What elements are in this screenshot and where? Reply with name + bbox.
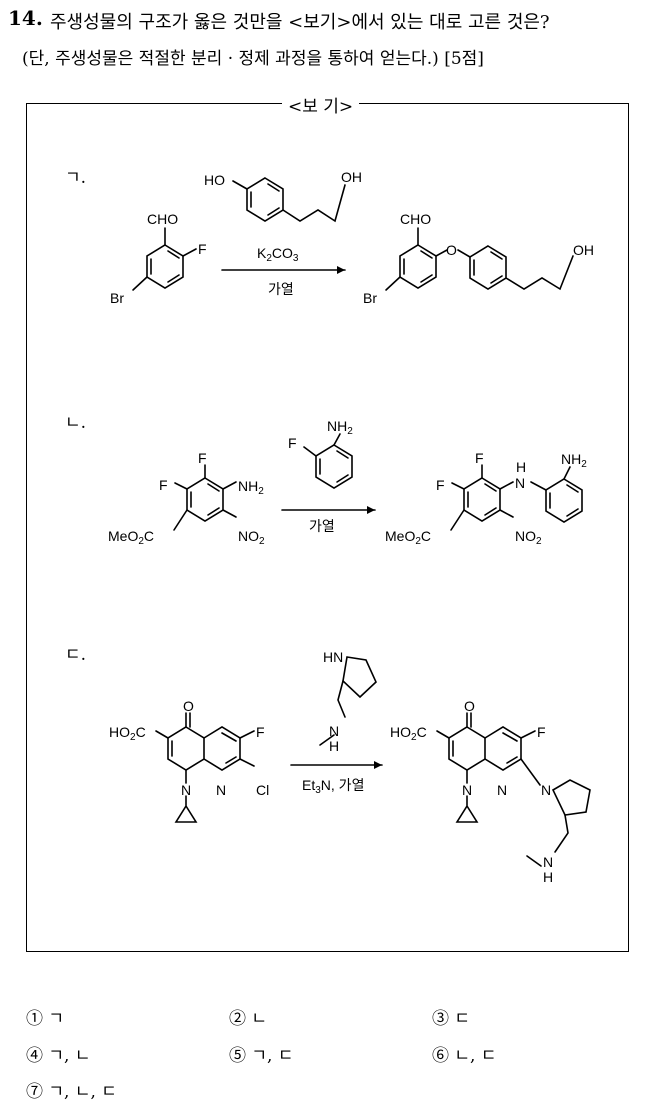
reaction-a-product-cho: CHO <box>400 211 431 227</box>
item-label-c: ㄷ. <box>65 645 87 665</box>
choice-7-num: ⑦ <box>26 1082 43 1102</box>
bogi-title: <보 기> <box>282 92 360 117</box>
reaction-a-condition-heat: 가열 <box>268 281 294 297</box>
item-label-b: ㄴ. <box>65 413 87 433</box>
reaction-a-reactant-cho: CHO <box>147 211 178 227</box>
reaction-c-reactant-o: O <box>183 698 194 714</box>
reaction-b-product-f2: F <box>436 477 445 493</box>
reaction-a-reagent-ho: HO <box>204 172 225 188</box>
choice-3-num: ③ <box>432 1009 449 1029</box>
reaction-a-condition-k2co3: K2CO3 <box>257 245 299 264</box>
reaction-c-reactant-f: F <box>256 724 265 740</box>
choice-1[interactable]: ① ㄱ <box>26 1004 64 1029</box>
choice-6-text: ㄴ, ㄷ <box>454 1046 497 1066</box>
reaction-b-reagent-f: F <box>288 435 297 451</box>
reaction-b-reagent-structure: NH2 F <box>288 418 353 489</box>
choice-3-text: ㄷ <box>454 1009 471 1029</box>
reaction-c-condition: Et3N, 가열 <box>302 777 364 796</box>
question-text: 주생성물의 구조가 옳은 것만을 <보기>에서 있는 대로 고른 것은? <box>50 12 550 33</box>
reaction-c-reactant-ho2c: HO2C <box>109 724 146 743</box>
reaction-c-product-f: F <box>537 724 546 740</box>
reaction-b-product-meo2c: MeO2C <box>385 528 431 547</box>
reaction-c-product-ho2c: HO2C <box>390 724 427 743</box>
reaction-a-product-oh: OH <box>573 242 594 258</box>
choice-5-num: ⑤ <box>229 1046 246 1066</box>
choice-2-num: ② <box>229 1009 246 1029</box>
reaction-a-reactant-br: Br <box>110 290 124 306</box>
reaction-c: HN N H Et3N, 가열 O HO2C F N N Cl <box>109 649 591 885</box>
reaction-c-product-nh-h: H <box>543 869 553 885</box>
reaction-b-reactant-no2: NO2 <box>238 528 265 547</box>
choice-5-text: ㄱ, ㄷ <box>251 1046 294 1066</box>
reaction-c-product-n2: N <box>497 782 507 798</box>
question-note: (단, 주생성물은 적절한 분리 · 정제 과정을 통하여 얻는다.) [5점] <box>22 49 484 69</box>
reaction-c-reagent-hn: HN <box>323 649 343 665</box>
choice-2-text: ㄴ <box>251 1009 268 1029</box>
choice-6-num: ⑥ <box>432 1046 449 1066</box>
reaction-c-reagent-h: H <box>329 738 339 754</box>
reaction-c-product-nh-n: N <box>543 854 553 870</box>
reaction-a-reactant-f: F <box>198 241 207 257</box>
reaction-c-product-structure: O HO2C F N N N N H <box>390 698 591 885</box>
item-label-a: ㄱ. <box>65 168 87 188</box>
choice-1-text: ㄱ <box>48 1009 65 1029</box>
choice-3[interactable]: ③ ㄷ <box>432 1004 470 1029</box>
reaction-a-reagent-structure: HO OH <box>204 169 362 223</box>
reaction-b-product-nh2: NH2 <box>561 451 587 470</box>
choice-4-text: ㄱ, ㄴ <box>48 1046 91 1066</box>
reaction-b-condition-heat: 가열 <box>309 518 335 534</box>
reaction-c-reactant-n1: N <box>181 782 191 798</box>
choice-4-num: ④ <box>26 1046 43 1066</box>
choice-6[interactable]: ⑥ ㄴ, ㄷ <box>432 1041 497 1066</box>
reaction-c-product-o: O <box>464 698 475 714</box>
reaction-c-reagent-structure: HN N H <box>319 649 377 754</box>
reaction-b-reactant-nh2: NH2 <box>238 478 264 497</box>
reaction-b-reactant-f1: F <box>198 450 207 466</box>
reaction-a-product-structure: CHO O OH Br <box>363 211 594 306</box>
reaction-b: NH2 F F F NH2 MeO2C NO2 가열 <box>108 418 587 547</box>
reaction-c-reactant-cl: Cl <box>256 782 269 798</box>
reaction-a-product-br: Br <box>363 290 377 306</box>
reaction-b-product-h: H <box>516 459 526 475</box>
choice-1-num: ① <box>26 1009 43 1029</box>
reaction-b-reactant-meo2c: MeO2C <box>108 528 154 547</box>
reaction-c-product-n3: N <box>541 782 551 798</box>
reaction-c-product-n1: N <box>462 782 472 798</box>
choice-2[interactable]: ② ㄴ <box>229 1004 267 1029</box>
reaction-a-reagent-oh: OH <box>341 169 362 185</box>
reaction-c-reactant-structure: O HO2C F N N Cl <box>109 698 269 823</box>
reaction-b-product-n: N <box>515 475 525 491</box>
reaction-c-reactant-n2: N <box>216 782 226 798</box>
reaction-a-product-o: O <box>446 242 457 258</box>
reaction-c-reagent-n: N <box>329 723 339 739</box>
choice-7[interactable]: ⑦ ㄱ, ㄴ, ㄷ <box>26 1077 117 1102</box>
reaction-b-product-structure: F F H N NH2 MeO2C NO2 <box>385 450 587 547</box>
reaction-a-reactant-structure: CHO F Br <box>110 211 207 306</box>
reaction-b-product-no2: NO2 <box>515 528 542 547</box>
choice-5[interactable]: ⑤ ㄱ, ㄷ <box>229 1041 294 1066</box>
choice-4[interactable]: ④ ㄱ, ㄴ <box>26 1041 91 1066</box>
choice-7-text: ㄱ, ㄴ, ㄷ <box>48 1082 117 1102</box>
reaction-a: HO OH CHO F Br K2CO3 가열 <box>110 169 594 306</box>
reaction-b-product-f1: F <box>475 450 484 466</box>
reaction-b-reagent-nh2: NH2 <box>327 418 353 437</box>
question-number: 14. <box>8 6 43 30</box>
reaction-b-reactant-f2: F <box>159 477 168 493</box>
reaction-b-reactant-structure: F F NH2 MeO2C NO2 <box>108 450 265 547</box>
